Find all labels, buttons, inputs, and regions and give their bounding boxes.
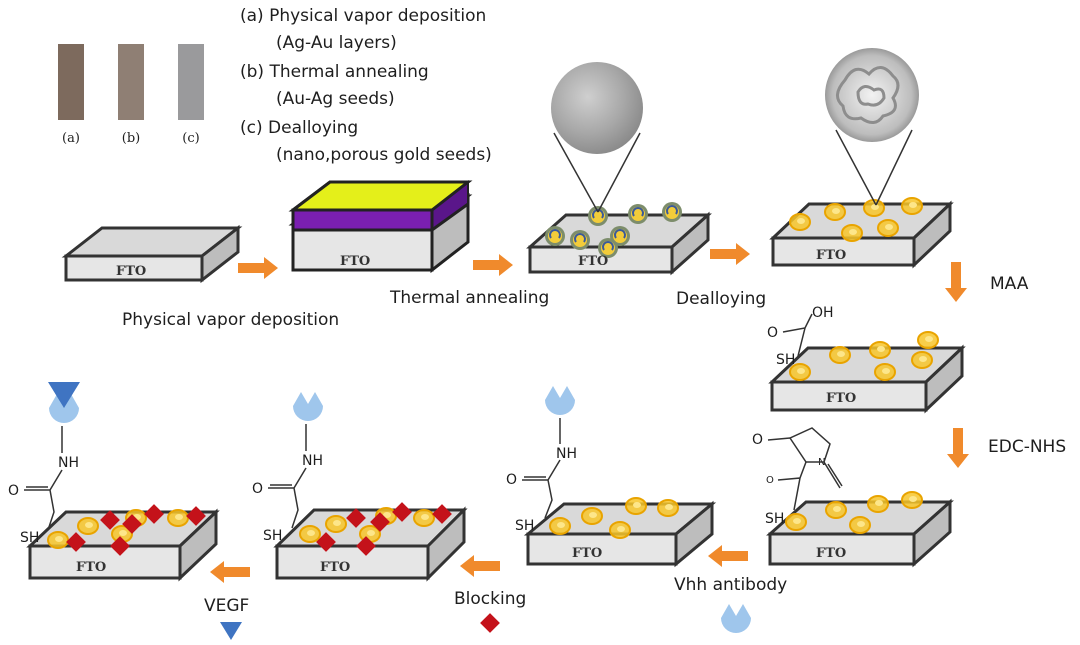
legend-line-b-sub: (Au-Ag seeds) (276, 89, 395, 109)
slide-vhh: FTO NH O SH (506, 386, 717, 568)
swatch-label-a: (a) (62, 131, 80, 146)
chem-sh: SH (776, 352, 795, 368)
chem-o-small: O (766, 475, 774, 486)
fto-label: FTO (76, 560, 106, 575)
legend-text: (a) Physical vapor deposition (Ag-Au lay… (240, 6, 492, 165)
swatch-label-c: (c) (182, 131, 199, 146)
legend-line-c: (c) Dealloying (240, 118, 358, 138)
chem-sh: SH (515, 518, 534, 534)
chem-nh: NH (302, 453, 323, 469)
arrow-down-icon (945, 262, 967, 302)
arrow-right-icon (710, 243, 750, 265)
fto-label: FTO (826, 391, 856, 406)
step-label-blocking: Blocking (454, 589, 526, 609)
chem-o-ring: O (752, 432, 763, 448)
fto-label: FTO (340, 254, 370, 269)
fto-label: FTO (816, 546, 846, 561)
arrow-right-icon (238, 257, 278, 279)
antibody-icon (545, 386, 575, 415)
slide-nanoporous: FTO (769, 197, 954, 269)
arrow-left-icon (460, 555, 500, 577)
chem-nh: NH (556, 446, 577, 462)
legend-line-a-sub: (Ag-Au layers) (276, 33, 397, 53)
swatch-label-b: (b) (122, 131, 140, 146)
arrow-left-icon (210, 561, 250, 583)
slide-seeds: FTO (526, 201, 712, 276)
step-label-maa: MAA (990, 274, 1029, 294)
legend-line-c-sub: (nano,porous gold seeds) (276, 145, 492, 165)
legend-swatches: (a) (b) (c) (58, 44, 204, 146)
swatch-b (118, 44, 144, 120)
chem-o: O (767, 325, 778, 341)
step-label-pvd: Physical vapor deposition (122, 310, 339, 330)
zoom-sphere-seed (551, 62, 643, 213)
slide-layered: FTO (288, 179, 473, 274)
legend-line-b: (b) Thermal annealing (240, 62, 429, 82)
arrow-left-icon (708, 545, 748, 567)
antibody-icon (721, 604, 751, 633)
arrow-down-icon (947, 428, 969, 468)
chem-nh: NH (58, 455, 79, 471)
chem-sh: SH (263, 528, 282, 544)
legend-line-a: (a) Physical vapor deposition (240, 6, 486, 26)
fto-label: FTO (320, 560, 350, 575)
slide-maa: FTO OH O SH (767, 305, 966, 414)
step-label-anneal: Thermal annealing (389, 288, 549, 308)
step-label-edc: EDC-NHS (988, 437, 1066, 457)
chem-o: O (252, 481, 263, 497)
fto-label: FTO (578, 254, 608, 269)
step-label-vegf: VEGF (204, 596, 249, 616)
zoom-sphere-porous (825, 48, 919, 206)
blocking-agent-icon (480, 613, 500, 633)
chem-sh: SH (20, 530, 39, 546)
arrow-right-icon (473, 254, 513, 276)
swatch-c (178, 44, 204, 120)
step-label-dealloy: Dealloying (676, 289, 766, 309)
chem-oh: OH (812, 305, 834, 321)
chem-sh: SH (765, 511, 784, 527)
step-label-vhh: Vhh antibody (674, 575, 787, 595)
slide-vegf-bound: FTO NH O SH (8, 382, 220, 582)
antibody-icon (293, 392, 323, 421)
slide-blocked: FTO NH O SH (252, 392, 468, 582)
vegf-bound-icon (48, 382, 80, 408)
slide-edc: FTO O N O SH (752, 427, 954, 568)
fto-label: FTO (572, 546, 602, 561)
slide-bare-fto: FTO (61, 224, 243, 284)
fto-label: FTO (816, 248, 846, 263)
swatch-a (58, 44, 84, 120)
vegf-icon (220, 622, 242, 640)
chem-o: O (506, 472, 517, 488)
fto-label: FTO (116, 264, 146, 279)
chem-o: O (8, 483, 19, 499)
